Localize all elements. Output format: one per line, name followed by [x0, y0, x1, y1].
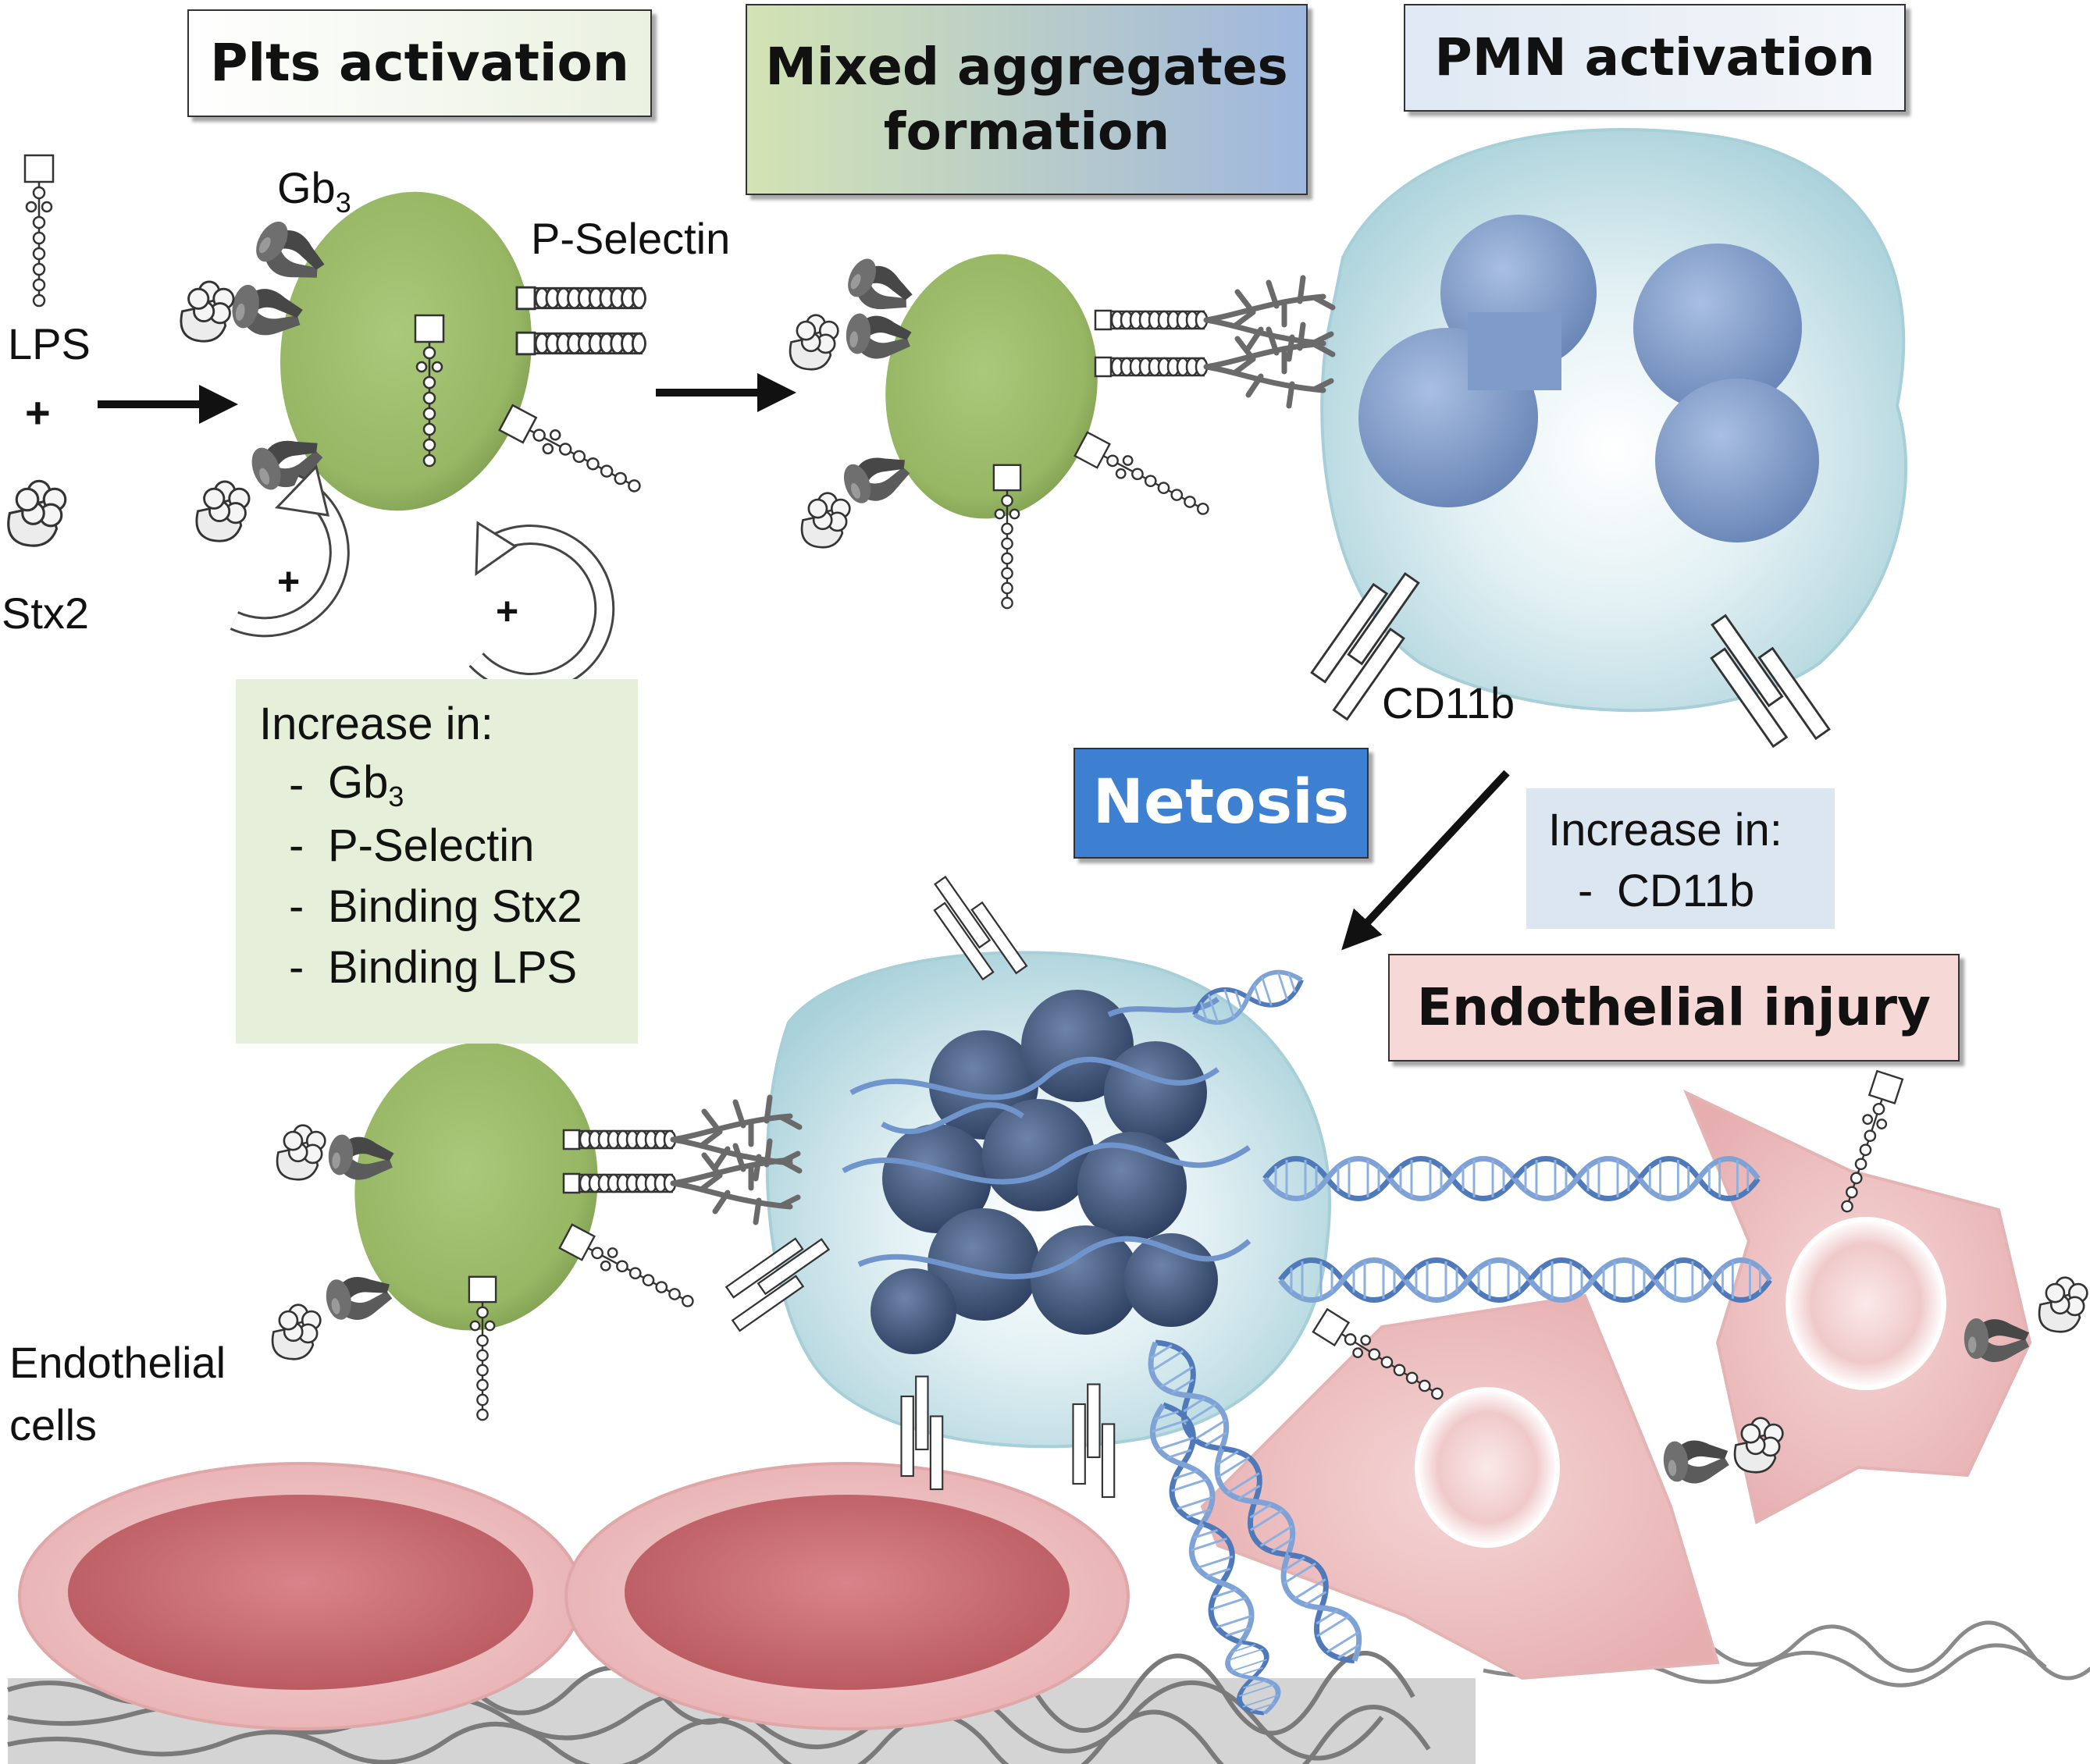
pmn-cell [1320, 128, 1908, 713]
endothelial-cell-2 [564, 1462, 1130, 1730]
gb3-label: Gb3 [277, 163, 351, 219]
netosis-box: Netosis [1073, 748, 1369, 859]
lps-label: LPS [8, 319, 91, 368]
endothelial-cell-1 [18, 1462, 583, 1730]
plts-increase-item-gb3: - Gb3 [289, 756, 404, 813]
lps-molecule [23, 154, 55, 308]
pmn-increase-title: Increase in: [1548, 804, 1782, 855]
stx2-label: Stx2 [2, 589, 89, 638]
netosis-title: Netosis [1092, 767, 1350, 838]
stx2-molecule [7, 479, 67, 547]
plts-increase-item-stx2: - Binding Stx2 [289, 880, 582, 932]
mixed-aggregates-title-line2: formation [883, 101, 1170, 162]
plus-label: + [25, 388, 51, 437]
cd11b-label: CD11b [1382, 678, 1515, 727]
plts-activation-title: Plts activation [210, 32, 629, 93]
endothelial-label-line2: cells [9, 1400, 97, 1449]
mixed-aggregates-title-line1: Mixed aggregates [765, 37, 1288, 97]
endothelial-injury-title: Endothelial injury [1416, 976, 1932, 1037]
plts-increase-panel: Increase in: - Gb3 - P-Selectin - Bindin… [236, 679, 638, 1044]
injured-endothelial-cell-1 [1200, 1293, 1720, 1680]
plts-increase-item-lps: - Binding LPS [289, 941, 578, 993]
loop-plus-left: + [277, 560, 300, 603]
mixed-aggregates-box: Mixed aggregates formation [746, 4, 1308, 195]
netosis-cell [765, 951, 1331, 1449]
arrow-to-netosis [1341, 770, 1510, 951]
platelet-2 [885, 254, 1098, 519]
platelet-1 [280, 191, 532, 511]
injured-endothelial-cell-2 [1683, 1089, 2032, 1525]
feedback-loop-left [230, 464, 350, 638]
endothelial-injury-box: Endothelial injury [1388, 954, 1960, 1062]
plts-activation-box: Plts activation [187, 9, 652, 117]
endothelial-label-line1: Endothelial [9, 1338, 226, 1387]
platelet-3 [354, 1042, 598, 1331]
plts-increase-title: Increase in: [259, 698, 493, 749]
pmn-increase-item-cd11b: - CD11b [1578, 865, 1755, 916]
pmn-activation-title: PMN activation [1434, 27, 1875, 87]
pmn-activation-box: PMN activation [1404, 4, 1906, 112]
loop-plus-right: + [496, 589, 518, 633]
pmn-nucleus [1358, 215, 1819, 542]
pmn-increase-panel: Increase in: - CD11b [1526, 788, 1835, 929]
p-selectin-label: P-Selectin [531, 214, 730, 263]
plts-increase-item-pselectin: - P-Selectin [289, 820, 535, 871]
